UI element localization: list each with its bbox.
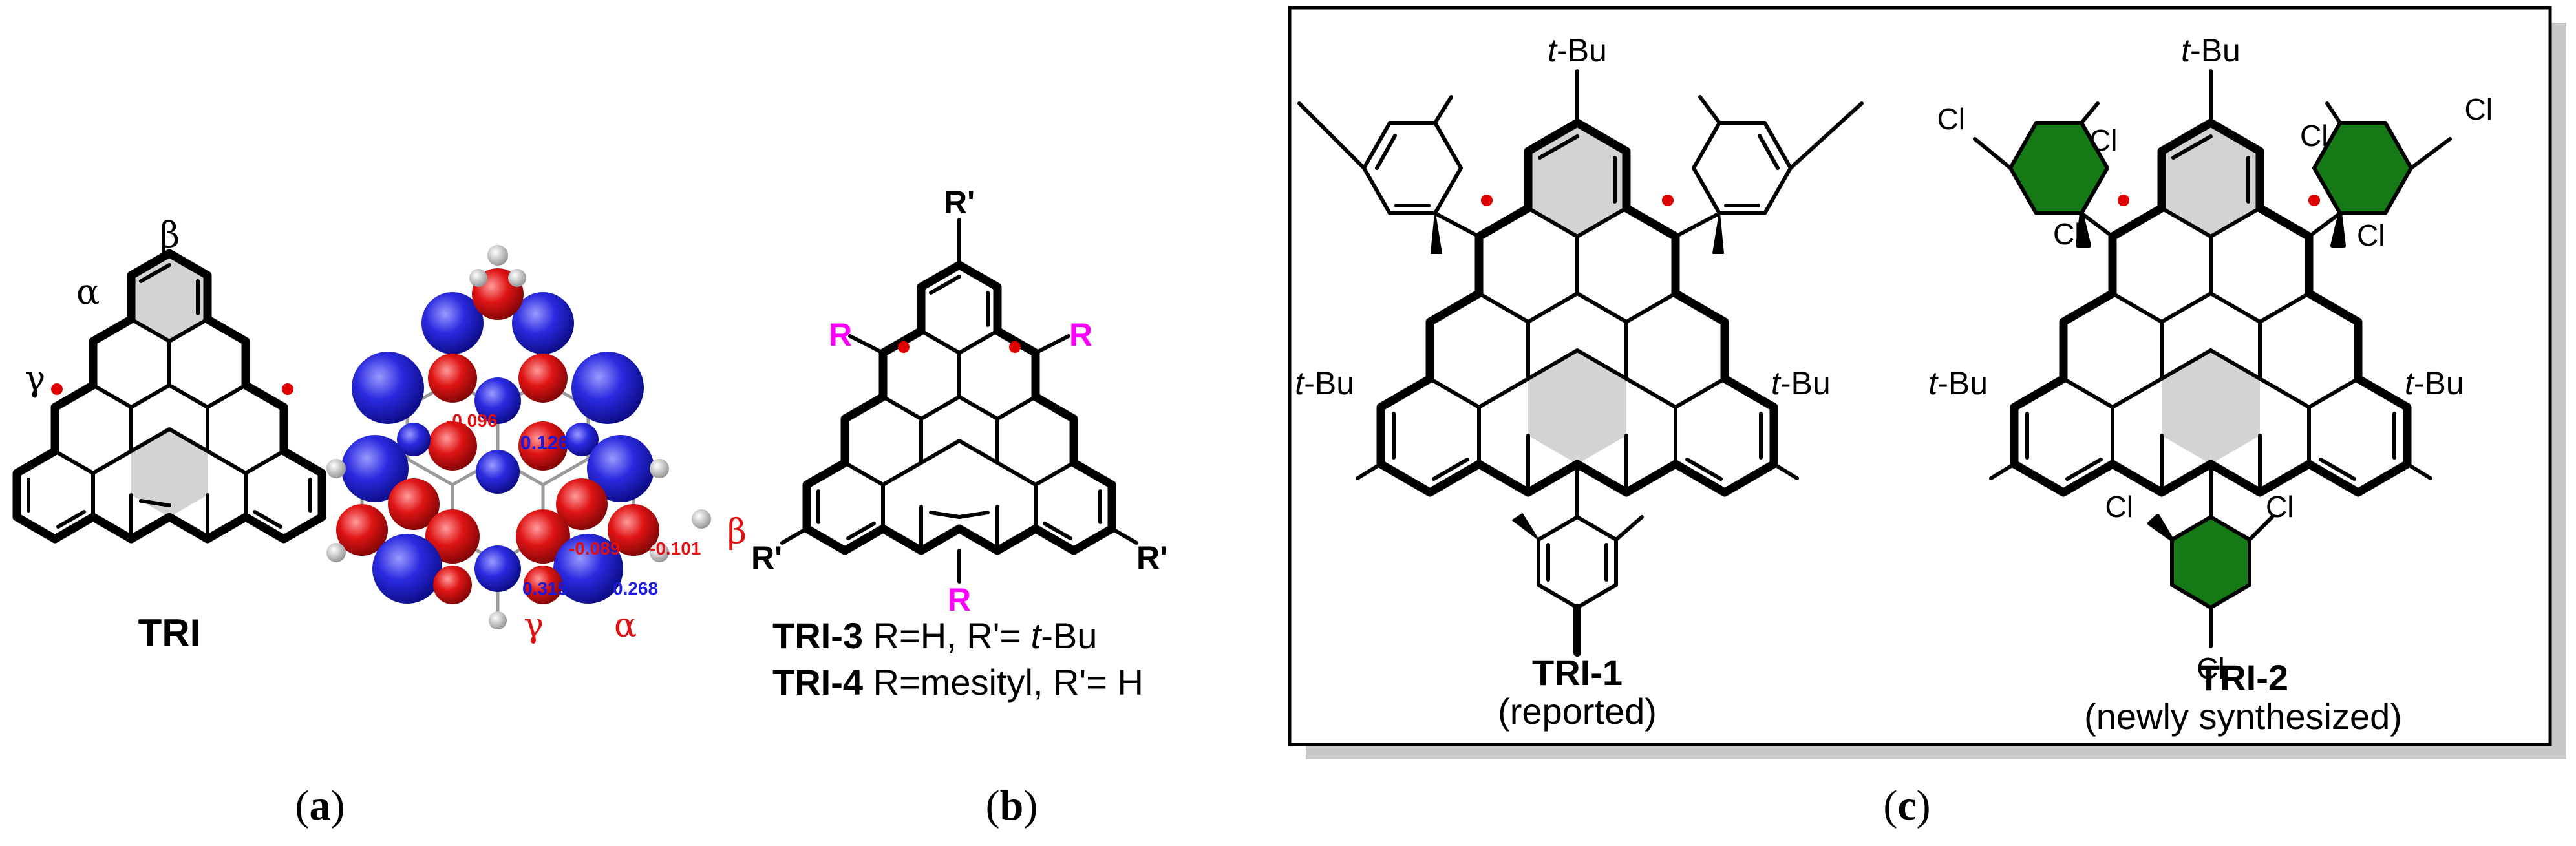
caption-c: (c) <box>1883 782 1930 829</box>
gamma-label: γ <box>25 358 45 399</box>
orbital-diagram: -0.096 0.126 -0.089 -0.101 0.315 0.268 β… <box>326 245 747 645</box>
cl-label: Cl <box>2300 119 2328 153</box>
panel-a: α β γ TRI <box>12 215 747 829</box>
tri-1-note: (reported) <box>1498 691 1657 732</box>
tri-4-line: TRI-4 R=mesityl, R'= H <box>772 662 1144 703</box>
caption-a: (a) <box>295 782 345 829</box>
tbu-label: t-Bu <box>1295 365 1354 401</box>
cl-label: Cl <box>2089 123 2117 157</box>
aryl-left <box>2008 121 2109 215</box>
alpha-label: α <box>614 606 637 645</box>
radical-dot <box>51 383 63 395</box>
radical-dot <box>898 341 910 353</box>
tri-1-label: TRI-1 <box>1532 652 1623 693</box>
r-label: R <box>1069 317 1092 353</box>
cl-label: Cl <box>2357 218 2385 252</box>
mo-value: 0.315 <box>522 578 568 598</box>
mo-value: -0.101 <box>650 538 701 558</box>
radical-dot <box>2118 195 2129 206</box>
tri-1-structure <box>1297 69 1864 657</box>
r-prime-label: R' <box>1136 540 1167 576</box>
r-label: R <box>829 317 852 353</box>
tbu-label: t-Bu <box>1548 32 1607 69</box>
panel-c: t-Bu t-Bu t-Bu TRI-1 (reported) <box>1288 6 2566 829</box>
orbital-lobes <box>326 245 711 629</box>
cl-label: Cl <box>2053 217 2081 251</box>
r-prime-label: R' <box>751 540 782 576</box>
cl-label: Cl <box>2266 490 2294 523</box>
tbu-label: t-Bu <box>2181 32 2241 69</box>
cl-label: Cl <box>2465 92 2493 126</box>
tbu-label: t-Bu <box>2405 365 2464 401</box>
radical-dot <box>1009 341 1021 353</box>
cl-label: Cl <box>1937 102 1965 136</box>
tri-2-note: (newly synthesized) <box>2084 696 2402 737</box>
radical-dot <box>1662 195 1674 206</box>
tri-2-structure <box>1989 69 2432 519</box>
radical-dot <box>1481 195 1493 206</box>
tri-structure <box>12 249 326 544</box>
mo-value: -0.089 <box>569 538 620 558</box>
tbu-label: t-Bu <box>1771 365 1831 401</box>
tri-3-line: TRI-3 R=H, R'= t-Bu <box>772 615 1097 656</box>
caption-b: (b) <box>986 782 1038 829</box>
radical-dot <box>2308 195 2320 206</box>
aryl-right <box>2312 121 2413 215</box>
gamma-label: γ <box>524 606 544 645</box>
r-prime-label: R' <box>944 184 975 220</box>
alpha-label: α <box>76 271 100 312</box>
panel-b: R' R R R' R' R TRI-3 R=H, R'= t-Bu TRI-4… <box>751 184 1167 829</box>
cl-label: Cl <box>2197 651 2224 685</box>
mo-value: 0.268 <box>613 578 658 598</box>
beta-label: β <box>727 513 747 551</box>
bottom-ring-fill <box>131 429 208 517</box>
dichlorophenyl-rings <box>1973 101 2452 648</box>
tri-2-label: TRI-2 <box>2198 657 2288 698</box>
tbu-label: t-Bu <box>1928 365 1988 401</box>
tri-3-4-structure <box>780 218 1138 584</box>
mo-value: -0.096 <box>446 410 497 430</box>
radical-dot <box>282 383 293 395</box>
cl-label: Cl <box>2105 490 2133 523</box>
compound-label-tri: TRI <box>138 611 201 655</box>
r-label: R <box>948 582 971 618</box>
mo-value: 0.126 <box>520 432 569 454</box>
beta-label: β <box>160 215 180 255</box>
